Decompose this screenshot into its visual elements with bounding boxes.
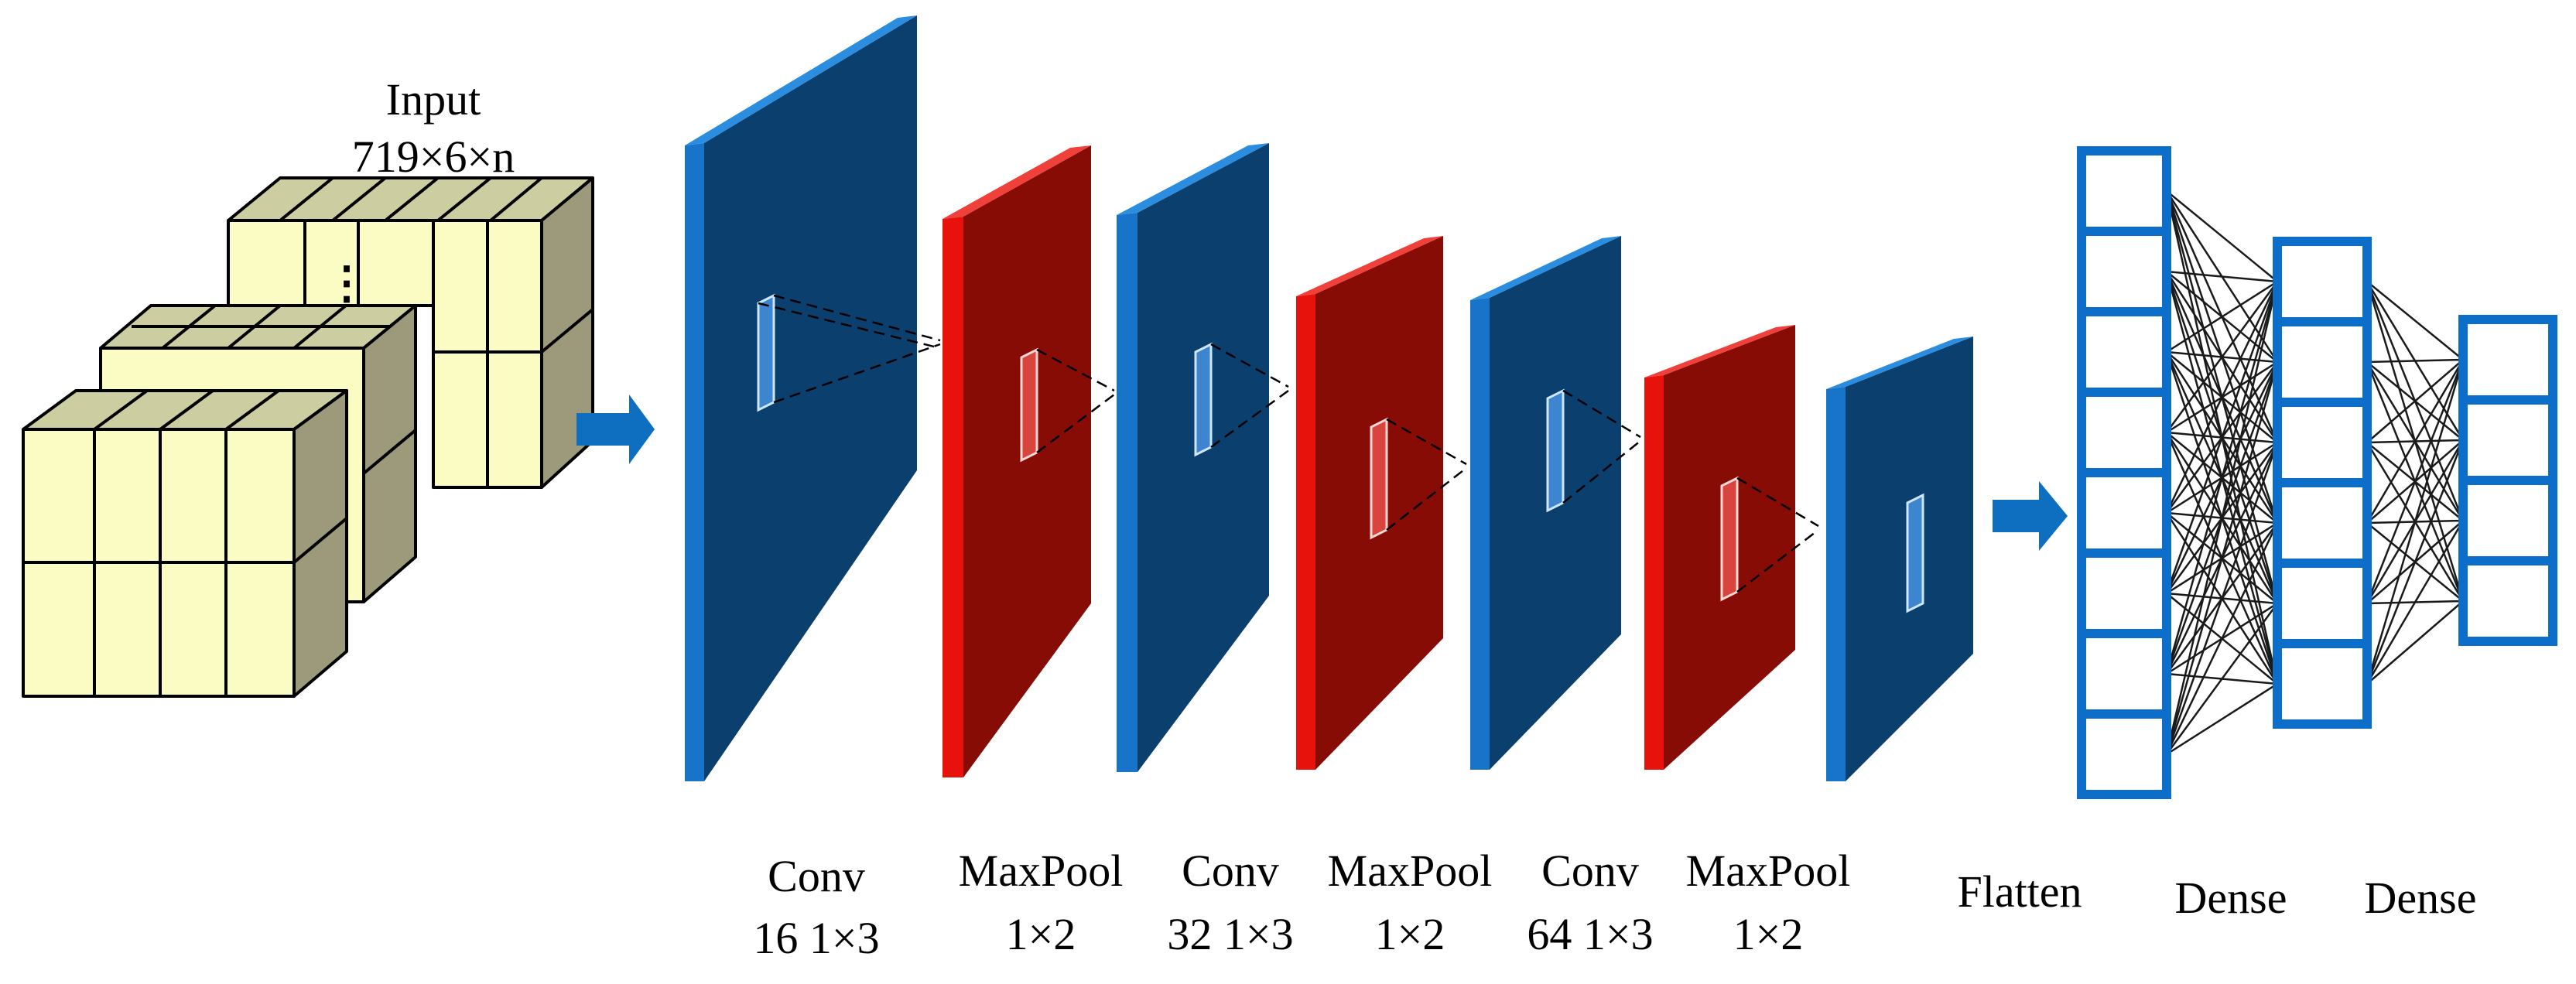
feature-map-conv2 — [1117, 143, 1289, 772]
dense2-unit — [2458, 556, 2557, 646]
dense-edge — [2165, 522, 2279, 755]
kernel-window — [1906, 493, 1924, 613]
kernel-window — [1720, 476, 1739, 602]
dense-edge — [2165, 281, 2279, 514]
kernel-window — [1020, 347, 1038, 463]
flatten-unit — [2077, 307, 2171, 397]
dense-edge — [2166, 270, 2278, 283]
pool2-params: 1×2 — [1375, 909, 1445, 959]
flatten-unit — [2077, 468, 2171, 558]
input-cube-back — [227, 176, 594, 489]
kernel-window — [1194, 342, 1213, 457]
flatten-unit — [2077, 227, 2171, 316]
feature-map-final — [1826, 337, 1973, 781]
flatten-unit — [2077, 548, 2171, 638]
dense2-unit — [2458, 315, 2557, 405]
dense-edge — [2366, 359, 2465, 604]
dense-edge — [2166, 280, 2278, 354]
dense1-unit — [2273, 559, 2372, 648]
dense1-unit — [2273, 639, 2372, 729]
input-shape-label: 719×6×n — [352, 132, 515, 182]
input-cube-front — [22, 389, 348, 698]
flatten-unit — [2077, 709, 2171, 799]
dense2-unit — [2458, 476, 2557, 565]
conv3-label: Conv — [1541, 846, 1639, 896]
dense-edge — [2165, 281, 2279, 755]
dense1-unit — [2273, 237, 2372, 326]
feature-map-pool3 — [1644, 325, 1819, 770]
dense-edge — [2165, 281, 2279, 433]
arrow-to-flatten — [1993, 481, 2068, 551]
dense-edge — [2366, 600, 2464, 685]
conv1-label: Conv — [768, 851, 865, 901]
dense-edge — [2165, 442, 2279, 755]
dense1-label: Dense — [2175, 873, 2287, 923]
arrow-input-to-conv — [576, 395, 655, 464]
dense-edge — [2165, 603, 2279, 755]
dense-edge — [2366, 281, 2464, 360]
dense-edge — [2166, 682, 2278, 756]
dense2-label: Dense — [2365, 873, 2477, 923]
dense-edge — [2165, 361, 2279, 755]
input-tensor-stack: ⋮ Input 719×6×n — [22, 74, 594, 698]
feature-map-conv3 — [1470, 236, 1641, 770]
dense-edge — [2165, 281, 2279, 675]
kernel-window — [1546, 388, 1565, 513]
flatten-unit — [2077, 388, 2171, 477]
flatten-label: Flatten — [1957, 866, 2082, 917]
dense-edge — [2366, 358, 2464, 364]
kernel-window — [1370, 417, 1388, 540]
conv3-params: 64 1×3 — [1527, 909, 1653, 959]
dense1-unit — [2273, 317, 2372, 407]
conv2-label: Conv — [1182, 846, 1279, 896]
layer-labels: Conv 16 1×3 MaxPool 1×2 Conv 32 1×3 MaxP… — [753, 846, 2476, 963]
dense-edge — [2366, 359, 2465, 685]
dense2-column — [2458, 315, 2557, 646]
feature-map-pool1 — [942, 145, 1115, 777]
dense2-unit — [2458, 395, 2557, 485]
dense-edge — [2366, 359, 2465, 524]
conv2-params: 32 1×3 — [1167, 909, 1293, 959]
dense-edge — [2165, 281, 2279, 594]
flatten-unit — [2077, 146, 2171, 236]
dense-connections — [2165, 190, 2465, 756]
conv1-params: 16 1×3 — [753, 913, 879, 963]
dense1-column — [2273, 237, 2372, 729]
dense1-unit — [2273, 478, 2372, 568]
feature-map-pool2 — [1296, 236, 1467, 770]
pool3-label: MaxPool — [1686, 846, 1851, 896]
dense-edge — [2366, 359, 2464, 443]
feature-map-conv1 — [685, 15, 941, 781]
dense-edge — [2166, 190, 2278, 282]
pool1-params: 1×2 — [1006, 909, 1076, 959]
input-label: Input — [386, 74, 481, 125]
input-stack-ellipsis: ⋮ — [324, 258, 369, 308]
dense-edge — [2366, 439, 2465, 685]
dense1-unit — [2273, 398, 2372, 487]
dense-layers — [2077, 146, 2557, 799]
pool3-params: 1×2 — [1733, 909, 1804, 959]
kernel-window — [757, 293, 775, 412]
flatten-unit — [2077, 629, 2171, 719]
dense-edge — [2366, 520, 2465, 685]
pool1-label: MaxPool — [959, 846, 1124, 896]
pool2-label: MaxPool — [1328, 846, 1493, 896]
flatten-column — [2077, 146, 2171, 799]
